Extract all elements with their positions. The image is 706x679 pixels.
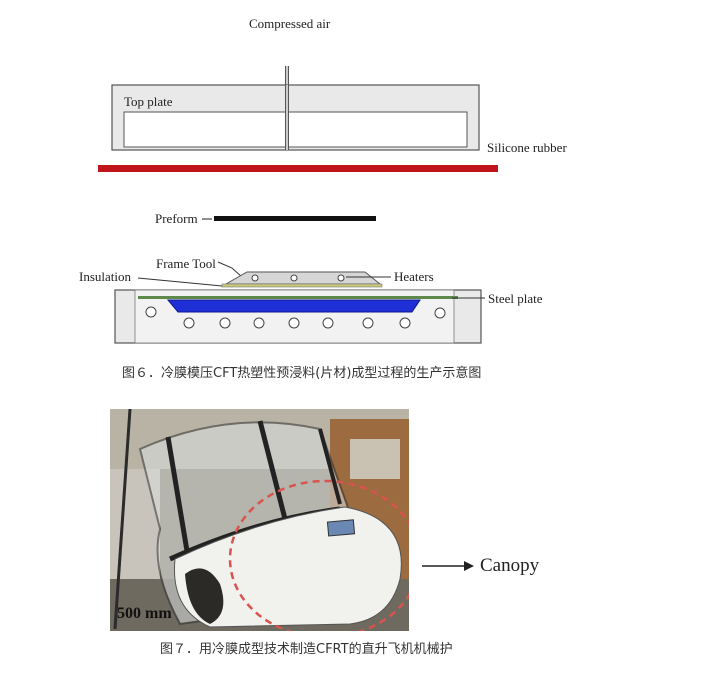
silicone-rubber-label: Silicone rubber bbox=[487, 140, 567, 155]
top-plate-label: Top plate bbox=[124, 94, 173, 109]
figure7-caption: 图７．用冷膜成型技术制造CFRT的直升飞机机械护 bbox=[160, 642, 453, 657]
canopy-label: Canopy bbox=[480, 555, 540, 576]
preform-label: Preform bbox=[155, 211, 198, 226]
insulation-label: Insulation bbox=[79, 269, 131, 284]
bottom-tool bbox=[114, 289, 482, 344]
preform-sheet bbox=[214, 216, 376, 221]
frame-tool-label: Frame Tool bbox=[156, 256, 216, 271]
process-diagram: Compressed air Top plate Silicone rubber… bbox=[79, 16, 567, 344]
canopy-arrow bbox=[422, 561, 474, 571]
frame-tool bbox=[221, 271, 383, 288]
scale-label: 500 mm bbox=[117, 605, 172, 622]
figure6-caption: 图６．冷膜模压CFT热塑性预浸料(片材)成型过程的生产示意图 bbox=[122, 366, 482, 381]
canopy-photo: 500 mm bbox=[110, 409, 409, 631]
top-plate bbox=[111, 84, 480, 151]
heaters-label: Heaters bbox=[394, 269, 434, 284]
compressed-air-label: Compressed air bbox=[249, 16, 331, 31]
silicone-rubber-sheet bbox=[98, 165, 498, 172]
canopy-illustration bbox=[110, 409, 409, 631]
steel-plate-label: Steel plate bbox=[488, 291, 543, 306]
